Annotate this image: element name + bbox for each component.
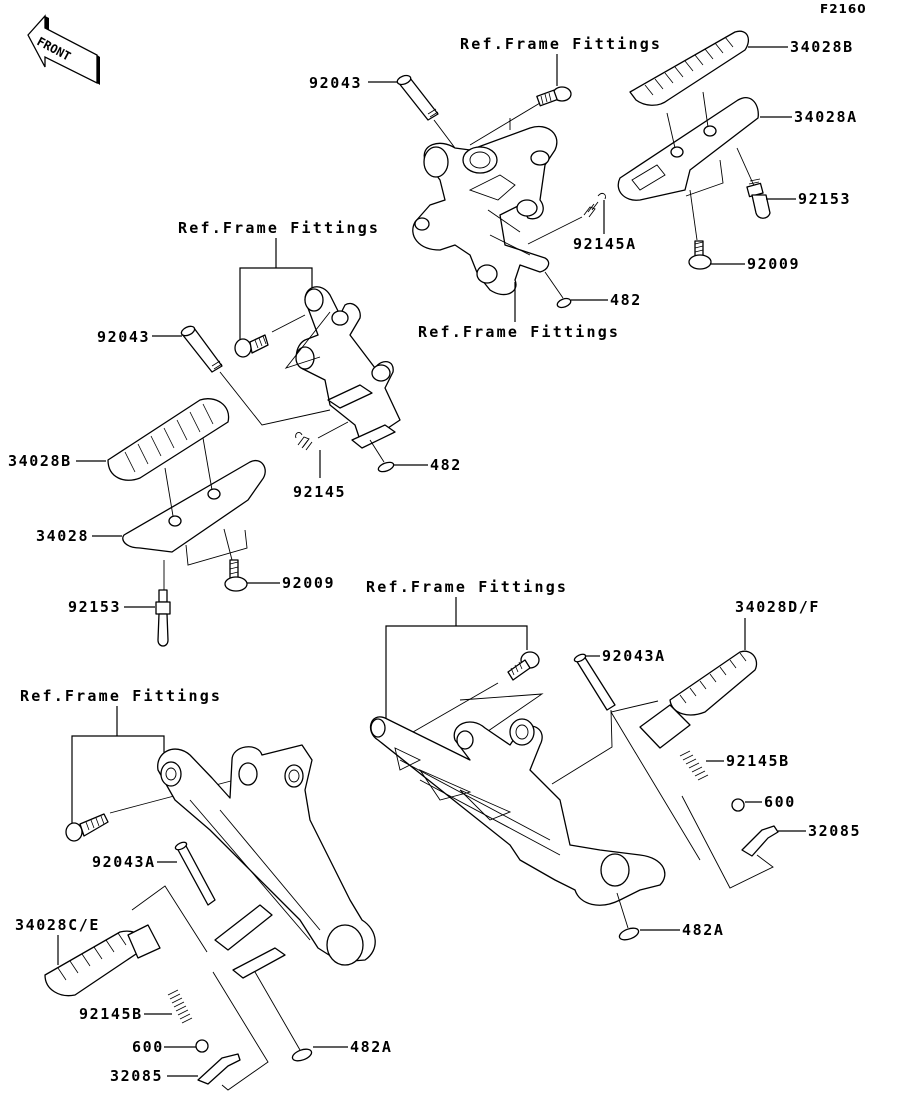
spring-92145b-part-2 — [167, 989, 193, 1024]
part-label-92153-2: 92153 — [68, 598, 121, 616]
bracket-upper-left-part — [295, 286, 401, 449]
ref-frame-fittings-label: Ref.Frame Fittings — [460, 35, 662, 53]
part-label-32085: 32085 — [808, 822, 861, 840]
clip-482a-part — [618, 927, 640, 941]
footpeg-34028ce-part — [44, 924, 161, 997]
bolt-92153-part-2 — [155, 589, 171, 647]
part-label-34028df: 34028D/F — [735, 598, 820, 616]
clip-482a-part-2 — [291, 1048, 313, 1062]
ref-frame-fittings-label-3: Ref.Frame Fittings — [178, 219, 380, 237]
ref-frame-fittings-label-5: Ref.Frame Fittings — [20, 687, 222, 705]
bracket-lower-right-part — [369, 716, 666, 906]
part-label-92153: 92153 — [798, 190, 851, 208]
part-label-92145b-2: 92145B — [79, 1005, 143, 1023]
footpeg-34028-part — [122, 459, 266, 553]
group-lower-left: Ref.Frame Fittings 92043A — [15, 687, 393, 1091]
figure-code: F2160 — [820, 2, 867, 16]
group-lower-right: Ref.Frame Fittings 92043A — [366, 578, 861, 941]
part-label-34028: 34028 — [36, 527, 89, 545]
part-label-92145: 92145 — [293, 483, 346, 501]
screw-92009-part-2 — [224, 559, 248, 592]
ref-frame-fittings-label-2: Ref.Frame Fittings — [418, 323, 620, 341]
pin-92043-part-2 — [180, 325, 223, 373]
latch-32085-part — [741, 825, 779, 857]
part-label-92043: 92043 — [309, 74, 362, 92]
group-upper-left: Ref.Frame Fittings 92043 — [8, 219, 462, 647]
footpeg-34028df-part — [639, 650, 758, 749]
bracket-upper-right-part — [412, 125, 558, 296]
bolt-92153-part — [746, 178, 771, 219]
part-label-92043-2: 92043 — [97, 328, 150, 346]
clip-482-part-2 — [377, 461, 395, 473]
part-label-92145a: 92145A — [573, 235, 637, 253]
frame-bolt-part-2 — [234, 334, 269, 358]
part-label-34028ce: 34028C/E — [15, 916, 100, 934]
part-label-482a: 482A — [682, 921, 725, 939]
part-label-34028b: 34028B — [790, 38, 854, 56]
frame-bolt-part — [536, 86, 572, 107]
part-label-92009-2: 92009 — [282, 574, 335, 592]
part-label-32085-2: 32085 — [110, 1067, 163, 1085]
part-label-482a-2: 482A — [350, 1038, 393, 1056]
ball-600-part — [731, 798, 745, 812]
part-label-92145b: 92145B — [726, 752, 790, 770]
screw-92009-part — [688, 240, 712, 270]
footpeg-rubber-34028b-part — [629, 30, 749, 106]
latch-32085-part-2 — [197, 1053, 241, 1085]
front-arrow-icon: FRONT — [27, 14, 100, 85]
bracket-lower-left-part — [157, 744, 376, 979]
part-label-92009: 92009 — [747, 255, 800, 273]
ball-600-part-2 — [195, 1039, 209, 1053]
part-label-92043a-2: 92043A — [92, 853, 156, 871]
footpeg-34028a-part — [617, 97, 759, 201]
pin-92043a-part — [573, 653, 616, 711]
part-label-600-2: 600 — [132, 1038, 164, 1056]
footpeg-rubber-34028b-part-2 — [107, 398, 230, 481]
part-label-482-2: 482 — [430, 456, 462, 474]
ref-frame-fittings-label-4: Ref.Frame Fittings — [366, 578, 568, 596]
part-label-34028a: 34028A — [794, 108, 858, 126]
part-label-482: 482 — [610, 291, 642, 309]
spring-92145a-part — [583, 192, 606, 218]
frame-bolt-part-4 — [65, 813, 109, 842]
part-label-92043a: 92043A — [602, 647, 666, 665]
pin-92043a-part-2 — [174, 841, 216, 906]
part-label-600: 600 — [764, 793, 796, 811]
spring-92145-part — [295, 431, 313, 451]
clip-482-part — [556, 297, 572, 309]
frame-bolt-part-3 — [507, 651, 540, 681]
pin-92043-part — [396, 74, 439, 121]
part-label-34028b-2: 34028B — [8, 452, 72, 470]
spring-92145b-part — [679, 750, 709, 781]
group-upper-right: Ref.Frame Fittings 92043 — [309, 30, 858, 341]
